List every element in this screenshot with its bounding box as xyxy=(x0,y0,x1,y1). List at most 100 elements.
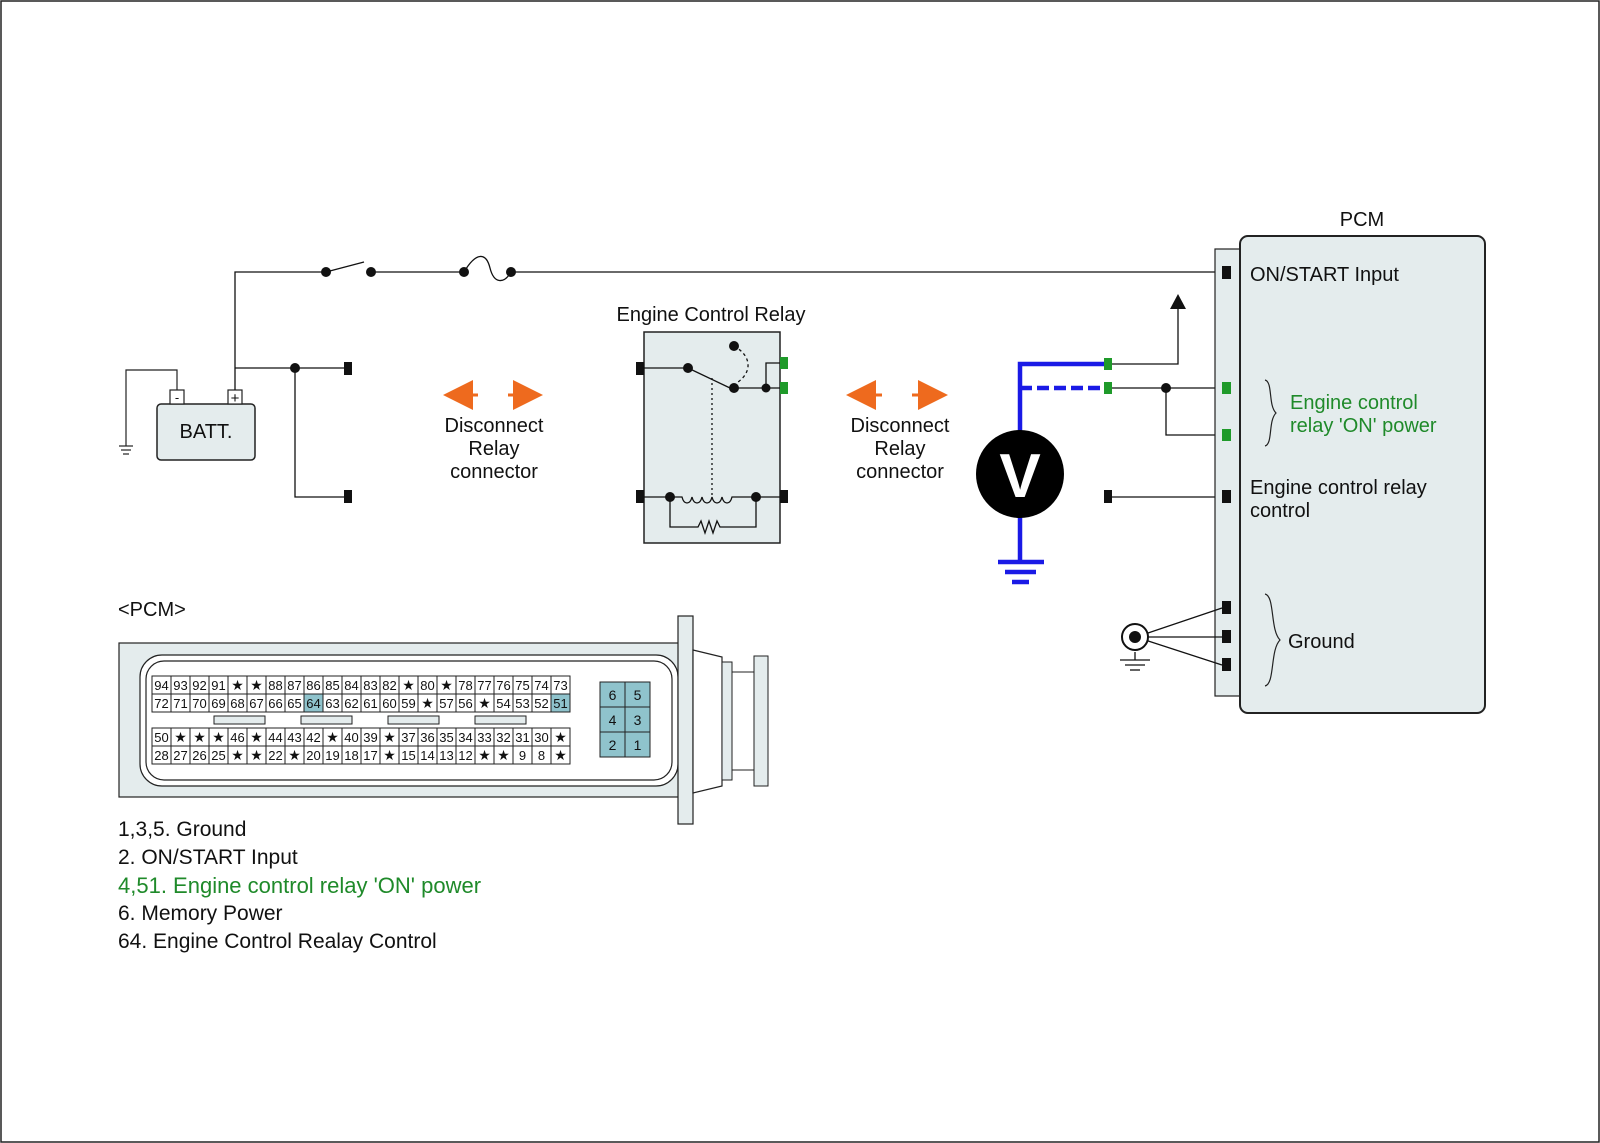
pin-legend: 1,3,5. Ground 2. ON/START Input 4,51. En… xyxy=(118,816,481,956)
pin-number: 53 xyxy=(515,696,529,711)
svg-text:connector: connector xyxy=(450,461,538,483)
disconnect-label-right: Disconnect Relay connector xyxy=(851,415,950,483)
pin-number: 18 xyxy=(344,748,358,763)
ecr-control-label-2: control xyxy=(1250,500,1310,522)
pin-number: 17 xyxy=(363,748,377,763)
ecr-on-power-label-2: relay 'ON' power xyxy=(1290,415,1437,437)
key-slot xyxy=(300,715,353,725)
relay-title: Engine Control Relay xyxy=(617,304,806,326)
pin-number: 51 xyxy=(553,696,567,711)
arrow-up-icon xyxy=(1170,294,1186,309)
pin-number: ★ xyxy=(193,729,206,745)
legend-item: 2. ON/START Input xyxy=(118,846,298,869)
battery-ground-icon xyxy=(119,369,178,455)
pin-number: ★ xyxy=(250,677,263,693)
pin-number: 31 xyxy=(515,730,529,745)
battery-plus-label: + xyxy=(231,390,240,407)
fuse xyxy=(459,267,516,277)
pin-number: 69 xyxy=(211,696,225,711)
pin-number: ★ xyxy=(212,729,225,745)
pin-number: 22 xyxy=(268,748,282,763)
pin-number: 32 xyxy=(496,730,510,745)
pcm-connector-title: <PCM> xyxy=(118,599,186,621)
pin-number: 62 xyxy=(344,696,358,711)
pin-number: 8 xyxy=(538,748,545,763)
power-pin-number: 4 xyxy=(609,712,617,728)
pin-number: 37 xyxy=(401,730,415,745)
power-pin-number: 3 xyxy=(634,712,642,728)
pin-number: 72 xyxy=(154,696,168,711)
terminal xyxy=(1104,358,1112,370)
pin-number: ★ xyxy=(478,695,491,711)
pin-number: 30 xyxy=(534,730,548,745)
pcm-title: PCM xyxy=(1340,209,1384,231)
pin-number: ★ xyxy=(231,677,244,693)
key-slot xyxy=(387,715,440,725)
pin-number: 66 xyxy=(268,696,282,711)
power-pin-number: 1 xyxy=(634,737,642,753)
terminal xyxy=(1104,490,1112,503)
pin-number: ★ xyxy=(250,729,263,745)
power-pin-number: 5 xyxy=(634,687,642,703)
pin-cell xyxy=(550,745,571,765)
pin-number: 65 xyxy=(287,696,301,711)
voltmeter: V xyxy=(976,430,1064,518)
terminal xyxy=(344,362,352,375)
chassis-ground-icon xyxy=(1120,607,1223,671)
ignition-switch xyxy=(321,267,376,277)
legend-item: 1,3,5. Ground xyxy=(118,818,247,841)
pin-number: 44 xyxy=(268,730,282,745)
pin-number: 91 xyxy=(211,678,225,693)
svg-text:connector: connector xyxy=(856,461,944,483)
pin-number: 80 xyxy=(420,678,434,693)
pin-number: 77 xyxy=(477,678,491,693)
pin-number: ★ xyxy=(402,677,415,693)
pin-number: ★ xyxy=(231,747,244,763)
brace-icon xyxy=(1264,593,1281,687)
pin-number: 15 xyxy=(401,748,415,763)
pin-number: ★ xyxy=(421,695,434,711)
pin-number: 52 xyxy=(534,696,548,711)
pin-number: 70 xyxy=(192,696,206,711)
pcm-wires xyxy=(1112,304,1226,498)
legend-item: 4,51. Engine control relay 'ON' power xyxy=(118,873,482,898)
legend-item: 6. Memory Power xyxy=(118,902,283,925)
pin-number: 27 xyxy=(173,748,187,763)
power-pin-number: 2 xyxy=(609,737,617,753)
svg-text:Relay: Relay xyxy=(874,438,925,460)
pin-number: 43 xyxy=(287,730,301,745)
pin-number: 67 xyxy=(249,696,263,711)
svg-text:Disconnect: Disconnect xyxy=(445,415,544,437)
pin-number: 42 xyxy=(306,730,320,745)
pin-number: ★ xyxy=(174,729,187,745)
pin-number: 19 xyxy=(325,748,339,763)
pin-number: 12 xyxy=(458,748,472,763)
svg-text:Relay: Relay xyxy=(468,438,519,460)
pin-number: 26 xyxy=(192,748,206,763)
terminal xyxy=(1104,382,1112,394)
pin-number: 88 xyxy=(268,678,282,693)
pin-number: 63 xyxy=(325,696,339,711)
power-pin-cell xyxy=(624,731,651,758)
pin-number: 20 xyxy=(306,748,320,763)
pin-number: ★ xyxy=(497,747,510,763)
on-start-input-label: ON/START Input xyxy=(1250,264,1399,286)
pin-number: 59 xyxy=(401,696,415,711)
feed-wires xyxy=(234,255,1226,498)
pin-number: 78 xyxy=(458,678,472,693)
pin-number: 85 xyxy=(325,678,339,693)
pin-number: ★ xyxy=(554,747,567,763)
terminal xyxy=(344,490,352,503)
voltmeter-probes xyxy=(998,361,1108,585)
pin-number: 25 xyxy=(211,748,225,763)
pin-number: 50 xyxy=(154,730,168,745)
pin-cell xyxy=(550,693,571,713)
pin-number: ★ xyxy=(383,747,396,763)
pin-number: 60 xyxy=(382,696,396,711)
pin-number: ★ xyxy=(326,729,339,745)
pin-number: ★ xyxy=(554,729,567,745)
battery: - + BATT. xyxy=(156,389,256,461)
pin-number: 71 xyxy=(173,696,187,711)
